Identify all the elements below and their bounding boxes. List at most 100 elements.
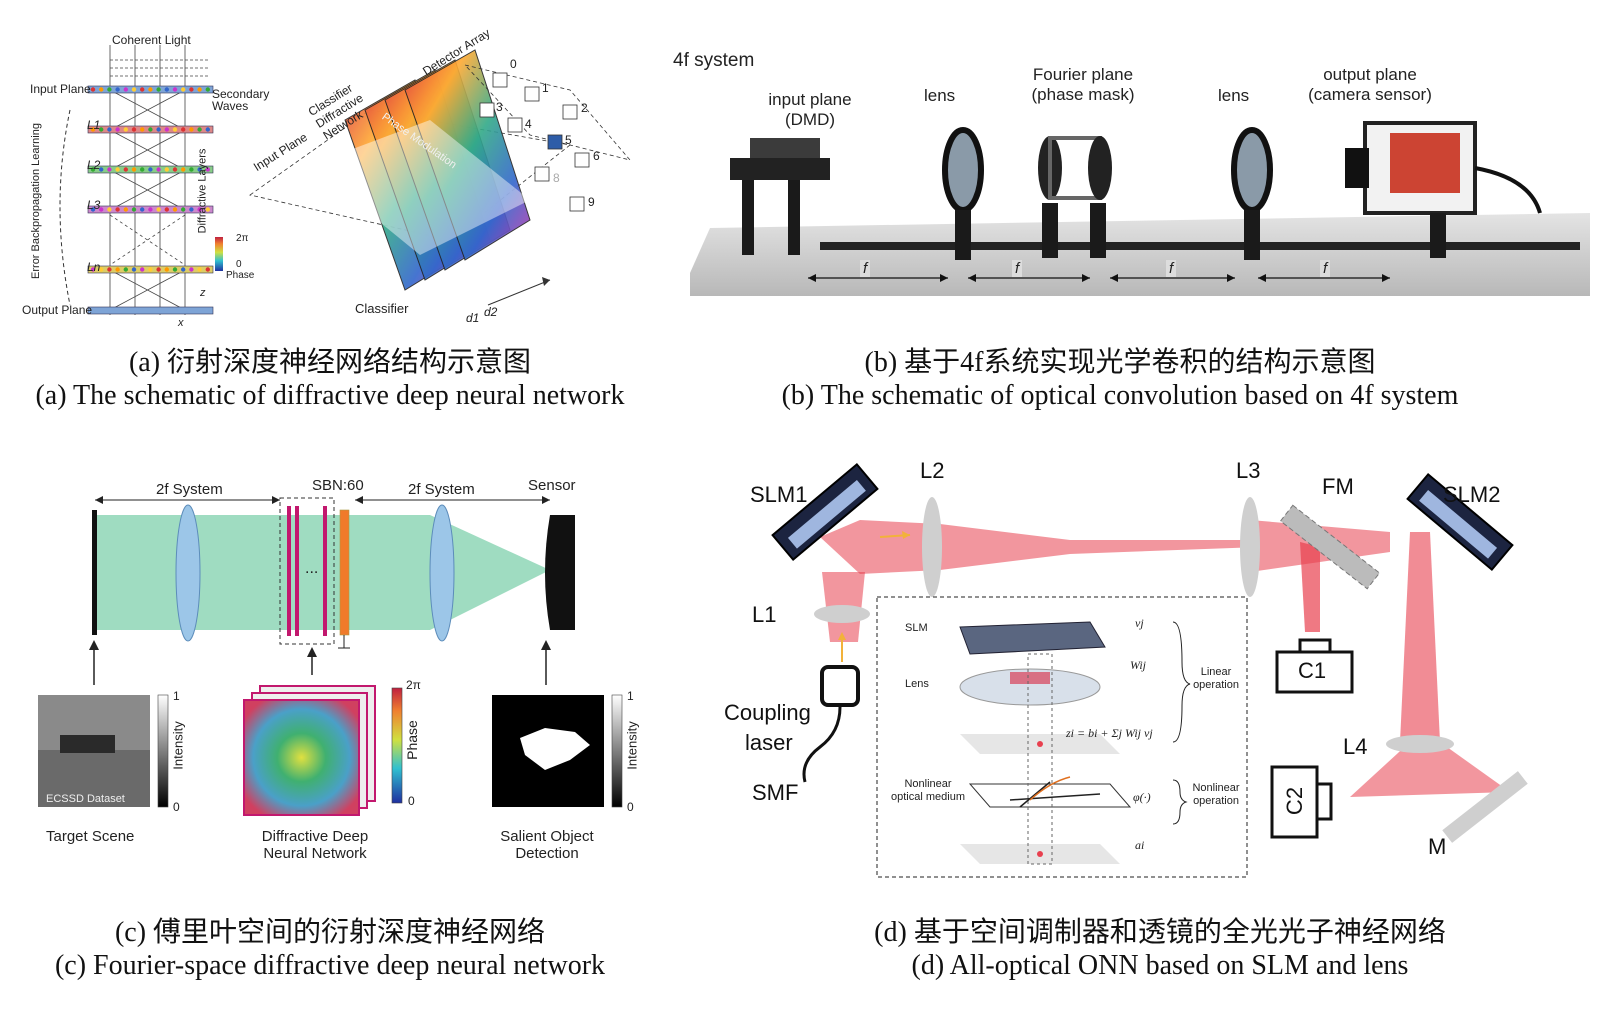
linear-text: Linear — [1200, 666, 1232, 678]
diffractive-neuron-dot — [90, 127, 96, 132]
coupling-label: Coupling — [724, 700, 811, 725]
diffractive-neuron-dot — [123, 167, 128, 172]
detector-2: 2 — [581, 101, 588, 115]
diffractive-neuron-dot — [115, 127, 120, 132]
diffractive-neuron-dot — [131, 207, 137, 212]
phase-label-c: Phase — [403, 720, 420, 760]
diffractive-neuron-dot — [197, 167, 202, 172]
diffractive-neuron-dot — [99, 87, 104, 92]
diffractive-neuron-dot — [131, 167, 137, 172]
diffractive-neuron-dot — [164, 127, 169, 132]
zi-equation-label: zi = bi + Σj Wij vj — [1066, 726, 1153, 740]
diffractive-neuron-dot — [107, 267, 112, 272]
l4-label: L4 — [1343, 734, 1368, 759]
diffractive-neuron-dot — [172, 87, 178, 92]
diffractive-neuron-dot — [181, 267, 186, 272]
diffractive-layers-label: Diffractive Layers — [196, 148, 209, 234]
smf-label: SMF — [752, 780, 799, 805]
inset-lens-label: Lens — [905, 678, 929, 690]
nonlinear-operation-label: Nonlinear operation — [1190, 782, 1242, 808]
intensity-left-one: 1 — [173, 689, 180, 703]
ecssd-dataset-label: ECSSD Dataset — [46, 793, 125, 805]
diffractive-neuron-dot — [90, 267, 96, 272]
diffractive-neuron-dot — [156, 127, 161, 132]
diffractive-network-diagram — [59, 45, 632, 315]
intensity-right-label: Intensity — [624, 721, 640, 770]
2f-system-left-label: 2f System — [156, 481, 223, 498]
diffractive-neuron-dot — [197, 207, 202, 212]
diffractive-neuron-dot — [99, 127, 104, 132]
diffractive-neuron-dot — [115, 87, 120, 92]
panel-b-figure: 4f system input plane (DMD) lens Fourier… — [673, 38, 1590, 298]
intensity-left-zero: 0 — [173, 800, 180, 814]
diffractive-neuron-dot — [107, 127, 112, 132]
panel-d-figure: SLM1 L2 L3 FM SLM2 L1 Coupling laser SMF… — [724, 458, 1590, 892]
f-label-1: f — [860, 260, 871, 277]
diffractive-neuron-dot — [164, 87, 169, 92]
phi-label: φ(·) — [1133, 790, 1151, 804]
m-label: M — [1428, 834, 1447, 859]
detector-8: 8 — [553, 171, 560, 185]
lens-1-label: lens — [924, 86, 956, 105]
linear-operation-label: Linear operation — [1190, 666, 1242, 692]
output-plane-label: Output Plane — [22, 303, 93, 317]
diffractive-neuron-dot — [107, 87, 112, 92]
diffractive-neuron-dot — [197, 87, 202, 92]
target-scene-label: Target Scene — [46, 828, 135, 845]
diffractive-neuron-dot — [156, 167, 161, 172]
classifier-label: Classifier — [355, 301, 409, 316]
dmd-text: (DMD) — [784, 110, 836, 129]
ddnn-label: Diffractive Deep Neural Network — [230, 828, 400, 862]
layer-l2-label: L2 — [87, 158, 101, 172]
caption-c-cn: (c) 傅里叶空间的衍射深度神经网络 — [114, 917, 546, 948]
fourier-d2nn-diagram — [38, 492, 623, 816]
diffractive-neuron-dot — [164, 267, 169, 272]
vj-label: vj — [1135, 616, 1144, 630]
diffractive-neuron-dot — [148, 267, 153, 272]
detector-3: 3 — [496, 100, 503, 114]
l3-label: L3 — [1236, 458, 1261, 483]
diffractive-neuron-dot — [99, 267, 104, 272]
panel-a-figure: Coherent Light Input Plane Secondary Wav… — [10, 25, 650, 335]
diffractive-neuron-dot — [197, 267, 202, 272]
diffractive-neuron-dot — [90, 87, 96, 92]
axis-z-label: z — [200, 287, 206, 299]
diffractive-neuron-dot — [123, 267, 128, 272]
diffractive-neuron-dot — [156, 207, 161, 212]
caption-b-en: (b) The schematic of optical convolution… — [781, 380, 1459, 411]
laser-label: laser — [745, 730, 793, 755]
diffractive-neuron-dot — [172, 267, 178, 272]
detector-5: 5 — [565, 133, 572, 147]
ai-label: ai — [1135, 838, 1145, 852]
phase-label: Phase — [226, 270, 255, 281]
diffractive-neuron-dot — [172, 127, 178, 132]
detector-0: 0 — [510, 57, 517, 71]
d1-label: d1 — [466, 311, 480, 325]
detector-1: 1 — [542, 81, 549, 95]
panel-c-figure: 2f System SBN:60 2f System Sensor ... EC… — [30, 470, 670, 870]
diffractive-neuron-dot — [131, 87, 137, 92]
caption-b-cn: (b) 基于4f系统实现光学卷积的结构示意图 — [864, 347, 1376, 378]
inset-nonlinear-label: Nonlinear optical medium — [888, 778, 968, 804]
linear-operation-text: operation — [1193, 679, 1239, 691]
caption-d-en: (d) All-optical ONN based on SLM and len… — [911, 950, 1409, 981]
diffractive-neuron-dot — [172, 167, 178, 172]
diffractive-neuron-dot — [164, 207, 169, 212]
error-backprop-label: Error Backpropagation Learning — [29, 123, 42, 279]
diffractive-neuron-dot — [131, 127, 137, 132]
diffractive-neuron-dot — [172, 207, 178, 212]
d2-label: d2 — [484, 305, 498, 319]
salient-line-2: Detection — [515, 845, 579, 862]
fourier-plane-text: Fourier plane — [1032, 65, 1134, 84]
diffractive-neuron-dot — [156, 267, 161, 272]
optical-medium-text: optical medium — [891, 791, 965, 803]
output-plane-text: output plane — [1323, 65, 1417, 84]
diffractive-neuron-dot — [205, 127, 210, 132]
diffractive-neuron-dot — [131, 267, 137, 272]
caption-a-cn: (a) 衍射深度神经网络结构示意图 — [128, 347, 532, 378]
diffractive-neuron-dot — [205, 87, 210, 92]
caption-c-en: (c) Fourier-space diffractive deep neura… — [54, 950, 606, 981]
diffractive-neuron-dot — [148, 127, 153, 132]
diffractive-neuron-dot — [181, 207, 186, 212]
phase-min-label: 0 — [236, 259, 242, 270]
